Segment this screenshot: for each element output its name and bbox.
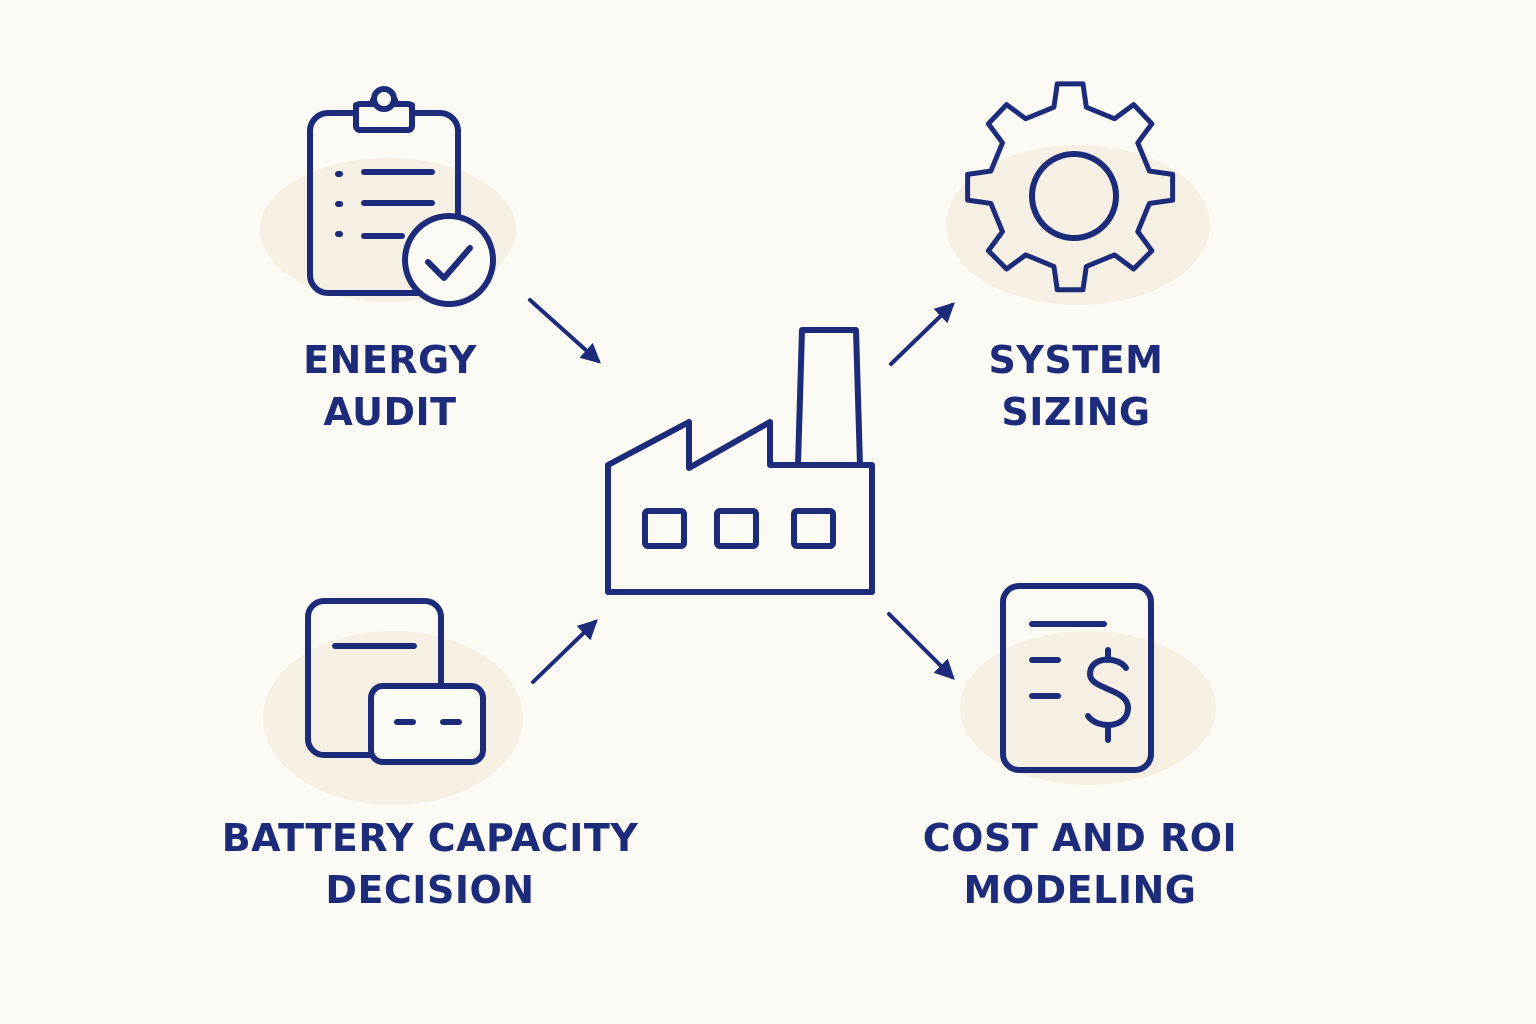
energy-audit-line1: ENERGY [303, 338, 477, 382]
cost-document-icon [1000, 583, 1154, 773]
system-sizing-line2: SIZING [1001, 390, 1151, 434]
system-sizing-line1: SYSTEM [988, 338, 1164, 382]
gear-icon [965, 81, 1176, 293]
cost-blob [960, 631, 1216, 785]
arrow-battery-to-factory [531, 619, 598, 684]
clipboard-check-icon [307, 86, 496, 307]
battery-capacity-label: BATTERY CAPACITY DECISION [210, 812, 650, 916]
arrow-factory-to-system-sizing [889, 302, 955, 366]
cost-roi-label: COST AND ROI MODELING [920, 812, 1240, 916]
energy-audit-line2: AUDIT [323, 390, 457, 434]
system-sizing-label: SYSTEM SIZING [976, 334, 1176, 438]
arrow-energy-audit-to-factory [528, 298, 601, 364]
battery-capacity-line2: DECISION [325, 868, 535, 912]
energy-audit-label: ENERGY AUDIT [290, 334, 490, 438]
battery-capacity-line1: BATTERY CAPACITY [221, 816, 639, 860]
system-sizing-blob [946, 145, 1210, 305]
arrow-factory-to-cost [887, 612, 955, 680]
cost-roi-line2: MODELING [963, 868, 1197, 912]
factory-icon [605, 327, 875, 595]
battery-icon [305, 598, 486, 765]
cost-roi-line1: COST AND ROI [922, 816, 1238, 860]
